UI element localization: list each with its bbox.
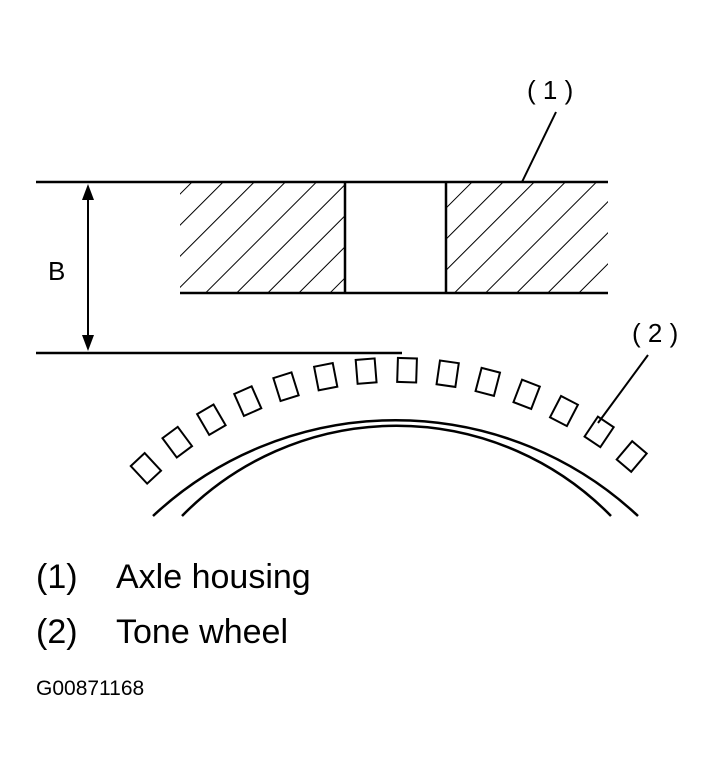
tone-wheel bbox=[129, 356, 649, 517]
legend-item-tone-wheel: (2) Tone wheel bbox=[36, 613, 288, 652]
legend-item-axle-housing: (1) Axle housing bbox=[36, 558, 311, 597]
callout-2-label: ( 2 ) bbox=[632, 318, 678, 348]
tone-wheel-tooth bbox=[435, 359, 460, 389]
callout-1-label: ( 1 ) bbox=[527, 75, 573, 105]
dimension-arrow-down bbox=[82, 335, 94, 351]
dimension-label: B bbox=[48, 256, 65, 286]
tone-wheel-tooth bbox=[161, 425, 194, 459]
tone-wheel-outer-arc bbox=[152, 419, 639, 517]
tone-wheel-tooth bbox=[396, 356, 418, 384]
legend-number: (2) bbox=[36, 613, 78, 651]
figure-id: G00871168 bbox=[36, 677, 145, 700]
housing-hatch-right bbox=[446, 182, 608, 293]
tone-wheel-tooth bbox=[312, 361, 339, 392]
callout-1-leader bbox=[521, 111, 557, 183]
tone-wheel-inner-arc bbox=[181, 424, 612, 517]
tone-wheel-tooth bbox=[195, 403, 227, 437]
tone-wheel-tooth bbox=[548, 394, 580, 428]
legend-text: Axle housing bbox=[116, 558, 311, 596]
tone-wheel-tooth bbox=[129, 451, 163, 486]
dimension-b: B bbox=[36, 184, 402, 355]
tone-wheel-tooth bbox=[512, 378, 542, 411]
legend-number: (1) bbox=[36, 558, 78, 596]
tone-wheel-tooth bbox=[354, 357, 378, 385]
legend-text: Tone wheel bbox=[116, 613, 289, 651]
tone-wheel-tooth bbox=[583, 415, 616, 449]
tone-wheel-tooth bbox=[615, 439, 649, 474]
tone-wheel-teeth bbox=[129, 356, 649, 486]
axle-housing bbox=[36, 180, 608, 295]
tone-wheel-tooth bbox=[272, 371, 300, 403]
housing-hatch-left bbox=[180, 182, 345, 293]
callout-2: ( 2 ) bbox=[597, 318, 678, 424]
dimension-arrow-up bbox=[82, 184, 94, 200]
callout-1: ( 1 ) bbox=[521, 75, 573, 183]
tone-wheel-tooth bbox=[474, 366, 502, 398]
tone-wheel-tooth bbox=[232, 385, 263, 418]
callout-2-leader bbox=[597, 354, 649, 424]
